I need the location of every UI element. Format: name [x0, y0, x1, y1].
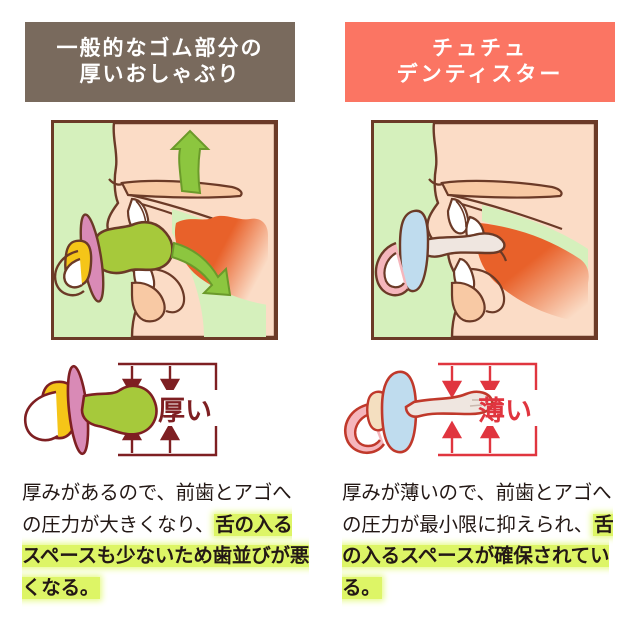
column-conventional-pacifier: 一般的なゴム部分の 厚いおしゃぶり	[20, 22, 310, 604]
right-illustration-panel	[371, 120, 598, 340]
thick-pacifier-caliper-icon: 厚い	[23, 362, 222, 457]
left-header-banner: 一般的なゴム部分の 厚いおしゃぶり	[25, 22, 295, 102]
left-caliper-label: 厚い	[158, 396, 212, 426]
right-product-row: 薄い	[340, 352, 625, 467]
column-dentistar-pacifier: チュチュ デンティスター	[320, 0, 640, 640]
right-header-banner: チュチュ デンティスター	[345, 22, 615, 102]
right-header-line2: デンティスター	[396, 63, 564, 86]
mouth-cross-section-thick-icon	[54, 123, 275, 337]
left-body-plain: 厚みがあるので、前歯とアゴへの圧力が大きくなり、	[22, 482, 292, 536]
right-body-text: 厚みが薄いので、前歯とアゴへの圧力が最小限に抑えられ、舌の入るスペースが確保され…	[342, 478, 630, 604]
left-header-line1: 一般的なゴム部分の	[56, 37, 264, 61]
thin-pacifier-caliper-icon: 薄い	[343, 362, 542, 457]
right-header-line1: チュチュ	[432, 37, 528, 61]
left-product-row: 厚い	[20, 352, 305, 467]
mouth-cross-section-thin-icon	[374, 123, 595, 337]
left-illustration-panel	[51, 120, 278, 340]
left-body-text: 厚みがあるので、前歯とアゴへの圧力が大きくなり、舌の入るスペースも少ないため歯並…	[22, 478, 310, 604]
left-header-line2: 厚いおしゃぶり	[79, 63, 241, 86]
right-body-plain: 厚みが薄いので、前歯とアゴへの圧力が最小限に抑えられ、	[342, 482, 612, 536]
right-caliper-label: 薄い	[478, 396, 532, 426]
